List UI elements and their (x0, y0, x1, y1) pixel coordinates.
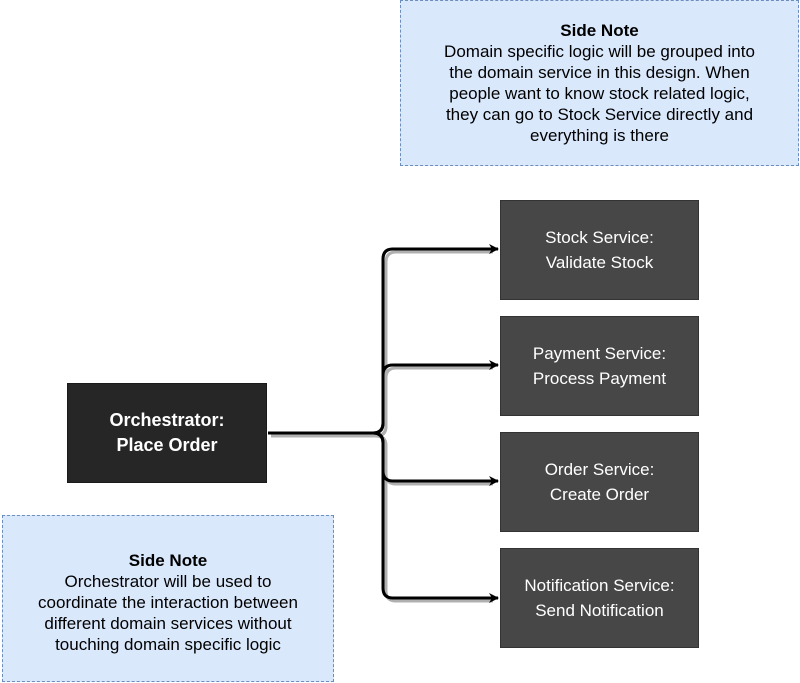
side-note-top-body: Domain specific logic will be grouped in… (444, 42, 755, 145)
side-note-bottom: Side Note Orchestrator will be used to c… (2, 515, 334, 682)
connector-to-payment-service (268, 360, 499, 435)
stock-service-node[interactable]: Stock Service: Validate Stock (500, 200, 699, 300)
side-note-bottom-title: Side Note (128, 551, 208, 570)
connector-to-notification-service (268, 431, 499, 603)
orchestrator-node[interactable]: Orchestrator: Place Order (67, 383, 267, 483)
payment-service-node[interactable]: Payment Service: Process Payment (500, 316, 699, 416)
notification-service-node[interactable]: Notification Service: Send Notification (500, 548, 699, 648)
side-note-top-title: Side Note (560, 21, 639, 40)
order-service-node[interactable]: Order Service: Create Order (500, 432, 699, 532)
side-note-top: Side Note Domain specific logic will be … (400, 0, 799, 166)
side-note-bottom-body: Orchestrator will be used to coordinate … (38, 572, 298, 654)
